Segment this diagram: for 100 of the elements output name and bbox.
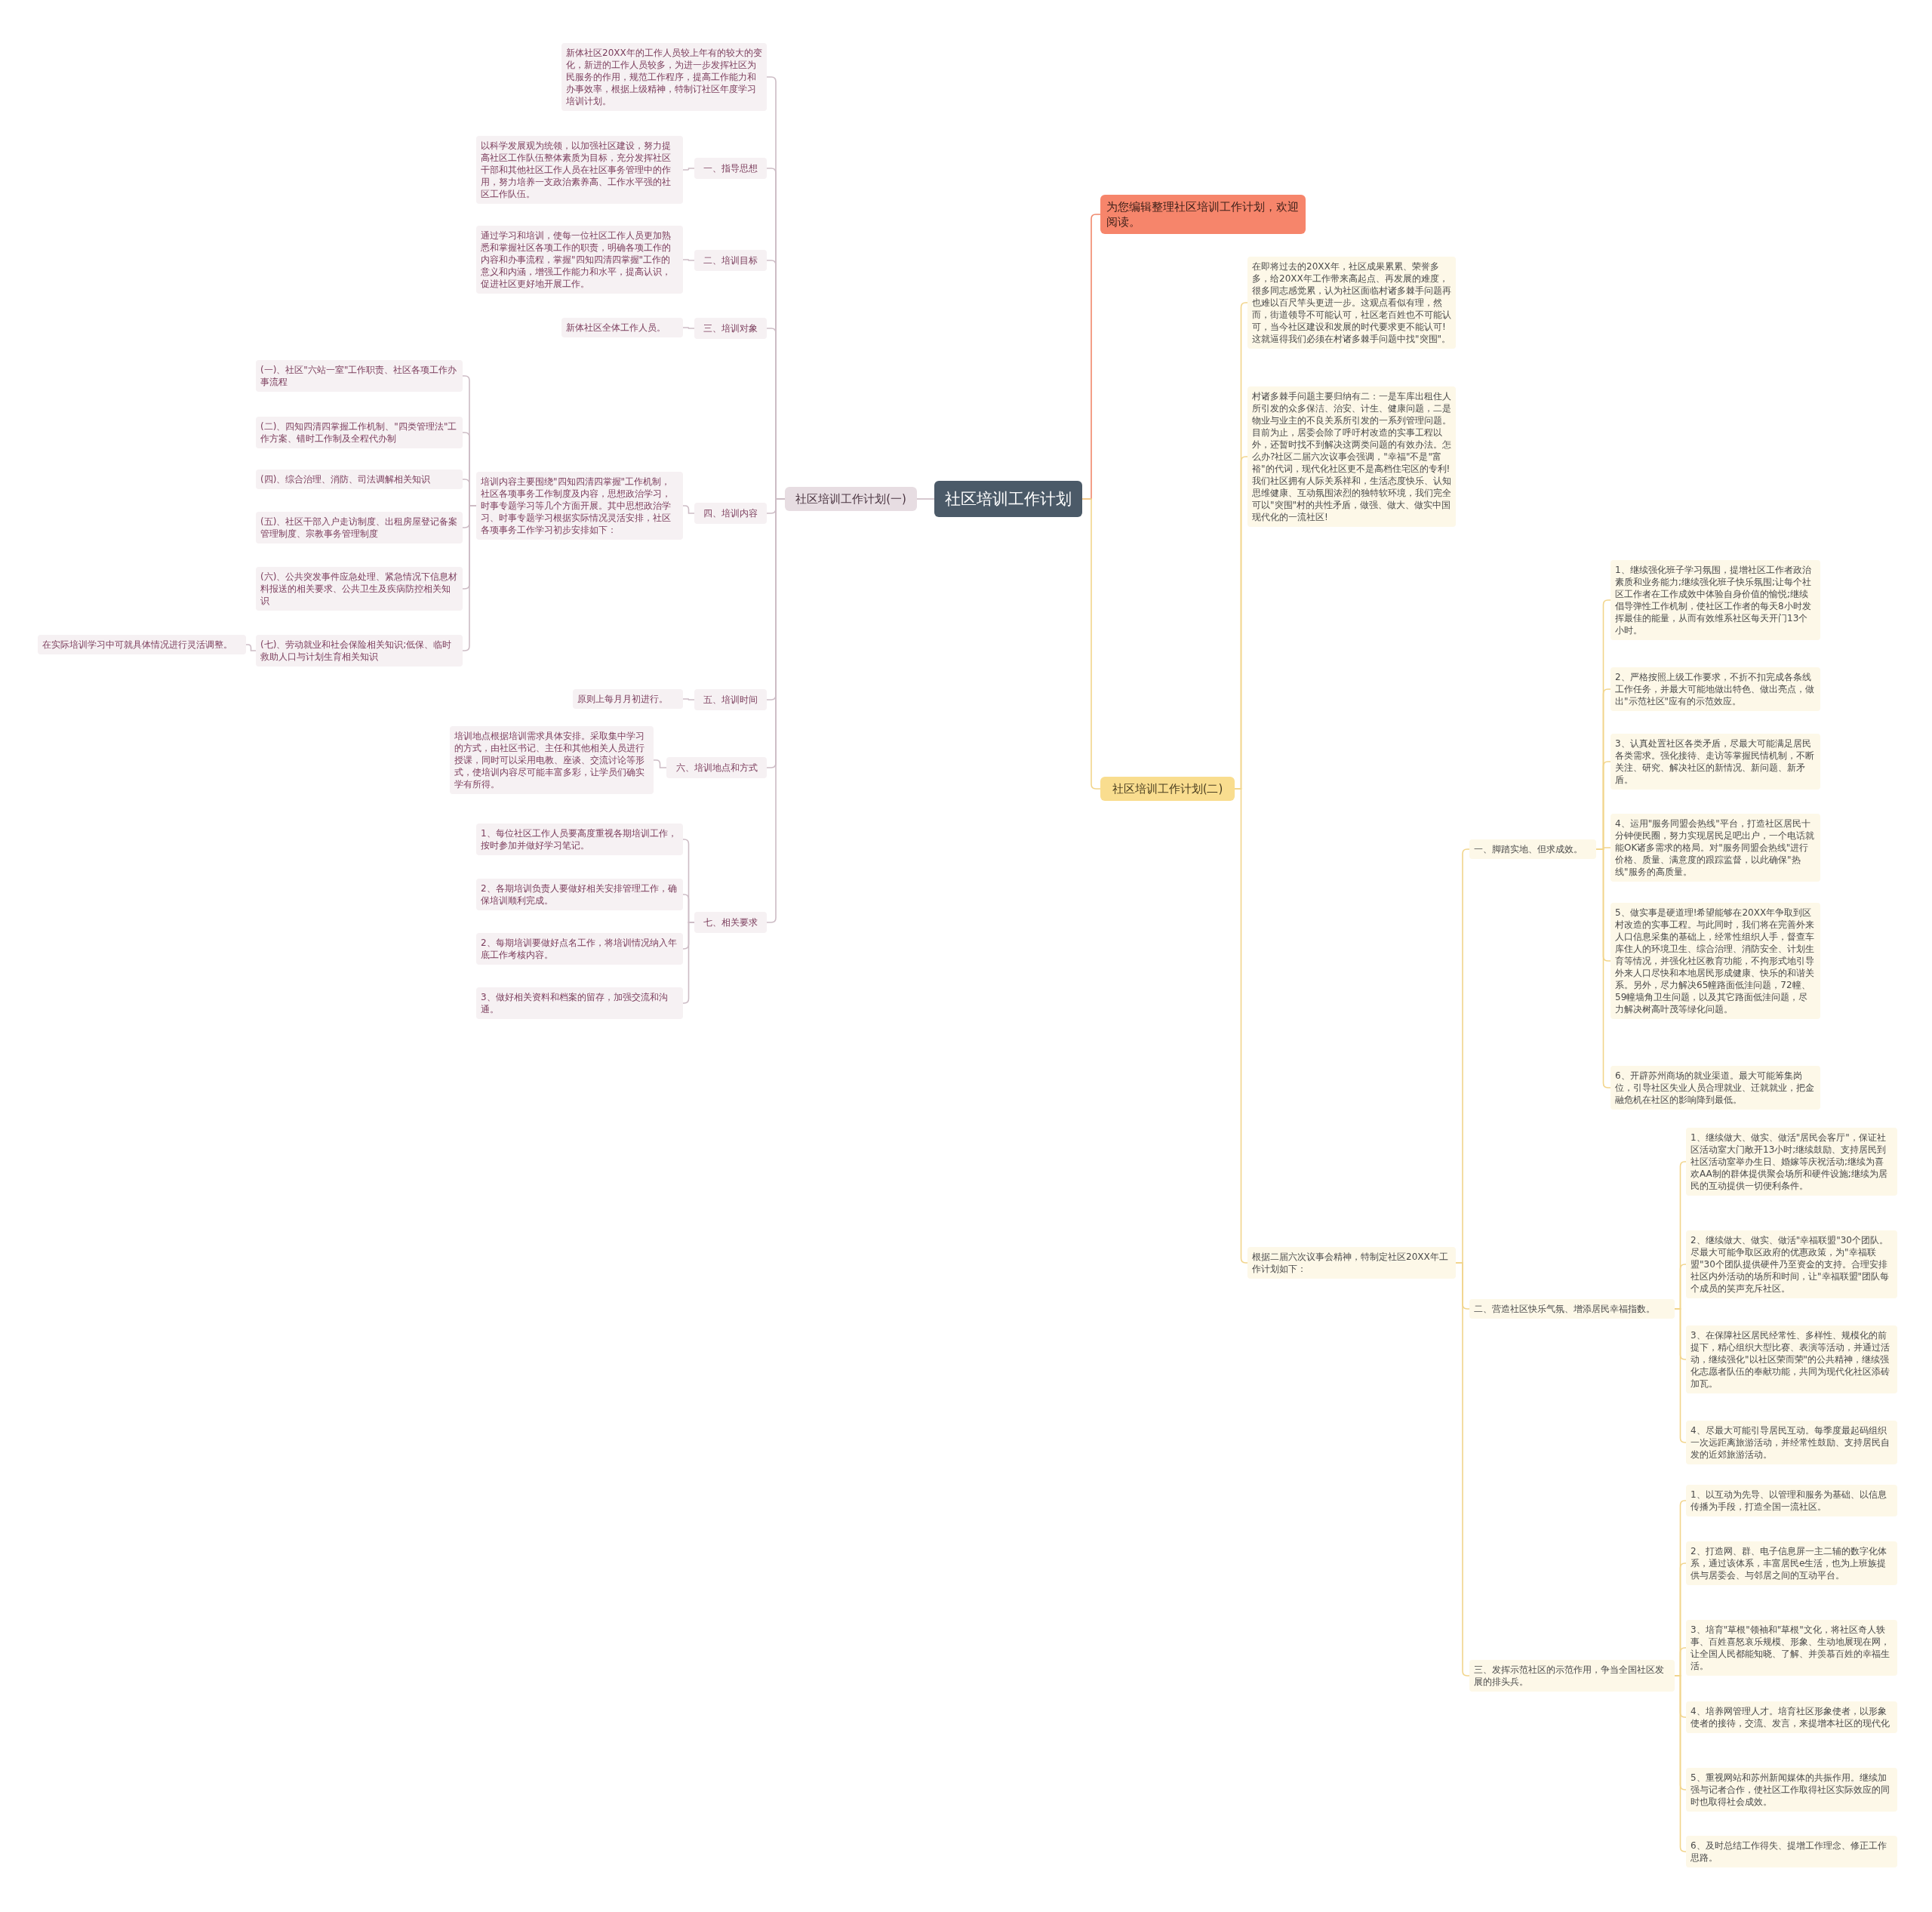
topic-card: [694, 689, 767, 710]
connector-line: [462, 505, 477, 651]
topic-card: [476, 226, 683, 294]
topic-card: [1686, 1836, 1897, 1867]
topic-text: 新体社区全体工作人员。: [566, 322, 666, 334]
topic-card: [1611, 667, 1820, 711]
topic-card: [256, 417, 463, 448]
topic-text: 1、每位社区工作人员要高度重视各期培训工作，按时参加并做好学习笔记。: [481, 827, 678, 851]
topic-text: 1、以互动为先导、以管理和服务为基础、以信息传播为手段，打造全国一流社区。: [1690, 1489, 1887, 1513]
topic-text: (一)、社区"六站一室"工作职责、社区各项工作办事流程: [260, 364, 458, 388]
topic-text: 以科学发展观为统领，以加强社区建设，努力提高社区工作队伍整体素质为目标，充分发挥社区干部和其他社区工作人员在社区事务管理中的作用，努力培养一支政治素养高、工作水平强的社区工作队伍。: [481, 140, 672, 200]
topic-text: 培训内容主要围绕"四知四清四掌握"工作机制，社区各项事务工作制度及内容，思想政治学习，时事专题学习等几个方面开展。其中思想政治学习、时事专题学习根据实际情况灵活安排，社区各项事务工作学习初步安排如下：: [481, 476, 672, 536]
topic-card: [1686, 1421, 1897, 1464]
topic-text: 四、培训内容: [703, 507, 758, 519]
topic-card: [450, 726, 654, 794]
topic-card: [1611, 1066, 1820, 1110]
topic-card: [694, 503, 767, 524]
topic-text: 社区培训工作计划(一): [795, 491, 907, 506]
topic-text: 社区培训工作计划: [944, 489, 1072, 510]
connector-line: [245, 644, 257, 651]
topic-text: 1、继续强化班子学习氛围，提增社区工作者政治素质和业务能力;继续强化班子快乐氛围;让每个社区工作者在工作成效中体验自身价值的愉悦;继续倡导弹性工作机制，使社区工作者的每天8小时发挥最佳的能量，从而有效维系社区每天开门13个小时。: [1615, 564, 1813, 636]
topic-text: 为您编辑整理社区培训工作计划，欢迎阅读。: [1106, 199, 1300, 229]
topic-card: [476, 933, 683, 965]
topic-text: 通过学习和培训，使每一位社区工作人员更加熟悉和掌握社区各项工作的职责，明确各项工作的内容和办事流程，掌握"四知四清四掌握"工作的意义和内涵，增强工作能力和水平，提高认识，促进社区更好地开展工作。: [481, 229, 672, 290]
topic-text: (七)、劳动就业和社会保险相关知识;低保、临时救助人口与计划生育相关知识: [260, 639, 453, 663]
topic-card: [694, 912, 767, 933]
intro-card: [1100, 195, 1306, 234]
connector-line: [653, 759, 667, 768]
topic-card: [256, 512, 463, 543]
connector-line: [682, 259, 695, 261]
connector-line: [1081, 498, 1101, 790]
topic-card: [476, 472, 683, 540]
connector-line: [682, 698, 695, 700]
topic-card: [1686, 1230, 1897, 1298]
topic-text: 七、相关要求: [703, 916, 758, 928]
topic-card: [1686, 1485, 1897, 1516]
topic-card: [256, 635, 463, 667]
connector-line: [682, 922, 695, 1004]
topic-card: [561, 43, 767, 111]
topic-text: 3、做好相关资料和档案的留存，加强交流和沟通。: [481, 991, 669, 1015]
topic-text: 二、培训目标: [703, 254, 758, 266]
topic-card: [1686, 1620, 1897, 1676]
topic-text: (四)、综合治理、消防、司法调解相关知识: [260, 473, 432, 485]
topic-text: 原则上每月月初进行。: [577, 693, 669, 705]
topic-card: [476, 987, 683, 1019]
topic-text: 村诸多棘手问题主要归纳有二：一是车库出租住人所引发的众多保洁、治安、计生、健康问题，二是物业与业主的不良关系所引发的一系列管理问题。目前为止，居委会除了呼吁村改造的实事工程以外，还暂时找不到解决这两类问题的有效办法。怎么办?社区二届六次议事会强调，"幸福"不是"富裕"的代词，现代化社区更不是高档住宅区的专利!我们社区拥有人际关系祥和，生活态度快乐、认知思维健康、互动氛围浓烈的独特软环境，我们完全可以"突围"村的共性矛盾，做强、做大、做实中国现代化的一流社区!: [1252, 390, 1451, 523]
topic-text: 5、做实事是硬道理!希望能够在20XX年争取到区村改造的实事工程。与此同时，我们将在完善外来人口信息采集的基础上，经常性组织人手，督查车库住人的环境卫生、综合治理、消防安全、计划生育等情况，并强化社区教育功能，不拘形式地引导外来人口尽快和本地居民形成健康、快乐的和谐关系。另外，尽力解决65幢路面低洼问题，72幢、59幢墙角卫生问题，以及其它路面低洼问题，尽力解决树高叶茂等绿化问题。: [1615, 907, 1815, 1015]
topic-card: [1686, 1541, 1897, 1585]
topic-text: 4、培养网管理人才。培育社区形象使者，以形象使者的接待，交流、发言，来提增本社区的现代化: [1690, 1705, 1890, 1729]
topic-card: [694, 158, 767, 179]
branch-topic: [1100, 777, 1235, 801]
topic-card: [1469, 1299, 1675, 1319]
connector-line: [1595, 848, 1611, 1088]
topic-text: 3、在保障社区居民经常性、多样性、规模化的前提下，精心组织大型比赛、表演等活动，并通过活动，继续强化"以社区荣而荣"的公共精神，继续强化志愿者队伍的奉献功能，共同为现代化社区添砖加瓦。: [1690, 1329, 1890, 1390]
topic-card: [256, 567, 463, 611]
topic-card: [694, 250, 767, 271]
topic-card: [1469, 1660, 1675, 1692]
topic-card: [1686, 1768, 1897, 1812]
connector-line: [1674, 1308, 1687, 1443]
topic-text: 2、每期培训要做好点名工作，将培训情况纳入年底工作考核内容。: [481, 937, 678, 961]
topic-card: [1469, 839, 1596, 859]
topic-text: 2、继续做大、做实、做活"幸福联盟"30个团队。尽最大可能争取区政府的优惠政策，为"幸福联盟"30个团队提供硬件乃至资金的支持。合理安排社区内外活动的场所和时间，让"幸福联盟"团队每个成员的笑声充斥社区。: [1690, 1234, 1890, 1295]
topic-text: 3、认真处置社区各类矛盾，尽最大可能满足居民各类需求。强化接待、走访等掌握民情机制，不断关注、研究、解决社区的新情况、新问题、新矛盾。: [1615, 737, 1815, 786]
connector-line: [682, 327, 695, 329]
topic-card: [256, 470, 463, 489]
topic-card: [476, 879, 683, 910]
topic-text: 3、培育"草根"领袖和"草根"文化，将社区奇人轶事、百姓喜怒哀乐规模、形象、生动地展现在网，让全国人民都能知晓、了解、并羡慕百姓的幸福生活。: [1690, 1624, 1890, 1672]
topic-text: 五、培训时间: [703, 694, 758, 706]
topic-text: 三、培训对象: [703, 322, 758, 334]
topic-text: 2、打造网、群、电子信息屏一主二辅的数字化体系，通过该体系，丰富居民e生活，也为上班族提供与居委会、与邻居之间的互动平台。: [1690, 1545, 1887, 1581]
topic-card: [1686, 1701, 1897, 1733]
topic-card: [476, 824, 683, 855]
topic-card: [1611, 734, 1820, 790]
topic-text: 在实际培训学习中可就具体情况进行灵活调整。: [42, 639, 233, 651]
topic-text: 三、发挥示范社区的示范作用，争当全国社区发展的排头兵。: [1474, 1664, 1665, 1688]
topic-text: 六、培训地点和方式: [675, 762, 758, 774]
topic-text: (五)、社区干部入户走访制度、出租房屋登记备案管理制度、宗教事务管理制度: [260, 516, 458, 540]
topic-text: 培训地点根据培训需求具体安排。采取集中学习的方式，由社区书记、主任和其他相关人员进行授课，同时可以采用电教、座谈、交流讨论等形式，使培训内容尽可能丰富多彩，让学员们确实学有所得。: [454, 730, 645, 790]
topic-card: [666, 757, 767, 778]
topic-text: 一、脚踏实地、但求成效。: [1474, 843, 1583, 855]
topic-card: [1247, 1247, 1456, 1279]
connector-line: [682, 168, 695, 171]
topic-card: [1611, 814, 1820, 882]
topic-text: 4、运用"服务同盟会热线"平台，打造社区居民十分钟便民圈，努力实现居民足吧出户，一个电话就能OK诸多需求的格局。对"服务同盟会热线"进行价格、质量、满意度的跟踪监督，以此确保"热线"服务的高质量。: [1615, 817, 1815, 878]
topic-card: [256, 360, 463, 392]
topic-card: [573, 689, 683, 709]
connector-line: [1674, 1675, 1687, 1852]
topic-text: 根据二届六次议事会精神，特制定社区20XX年工作计划如下：: [1252, 1251, 1449, 1275]
topic-text: 2、各期培训负责人要做好相关安排管理工作，确保培训顺利完成。: [481, 882, 678, 907]
connector-line: [916, 498, 935, 500]
topic-text: 5、重视网站和苏州新闻媒体的共振作用。继续加强与记者合作，使社区工作取得社区实际效应的同时也取得社会成效。: [1690, 1772, 1890, 1808]
topic-text: 4、尽最大可能引导居民互动。每季度最起码组织一次远距离旅游活动，并经常性鼓励、支持居民自发的近郊旅游活动。: [1690, 1424, 1890, 1461]
topic-text: (六)、公共突发事件应急处理、紧急情况下信息材料报送的相关要求、公共卫生及疾病防控相关知识: [260, 571, 458, 607]
branch-topic: [785, 487, 917, 511]
topic-text: (二)、四知四清四掌握工作机制、"四类管理法"工作方案、错时工作制及全程代办制: [260, 420, 458, 445]
topic-text: 2、严格按照上级工作要求，不折不扣完成各条线工作任务，并最大可能地做出特色、做出亮点，做出"示范社区"应有的示范效应。: [1615, 671, 1815, 707]
topic-card: [561, 318, 683, 337]
topic-card: [38, 635, 246, 654]
topic-card: [1686, 1128, 1897, 1196]
topic-text: 6、及时总结工作得失、提增工作理念、修正工作思路。: [1690, 1840, 1887, 1864]
